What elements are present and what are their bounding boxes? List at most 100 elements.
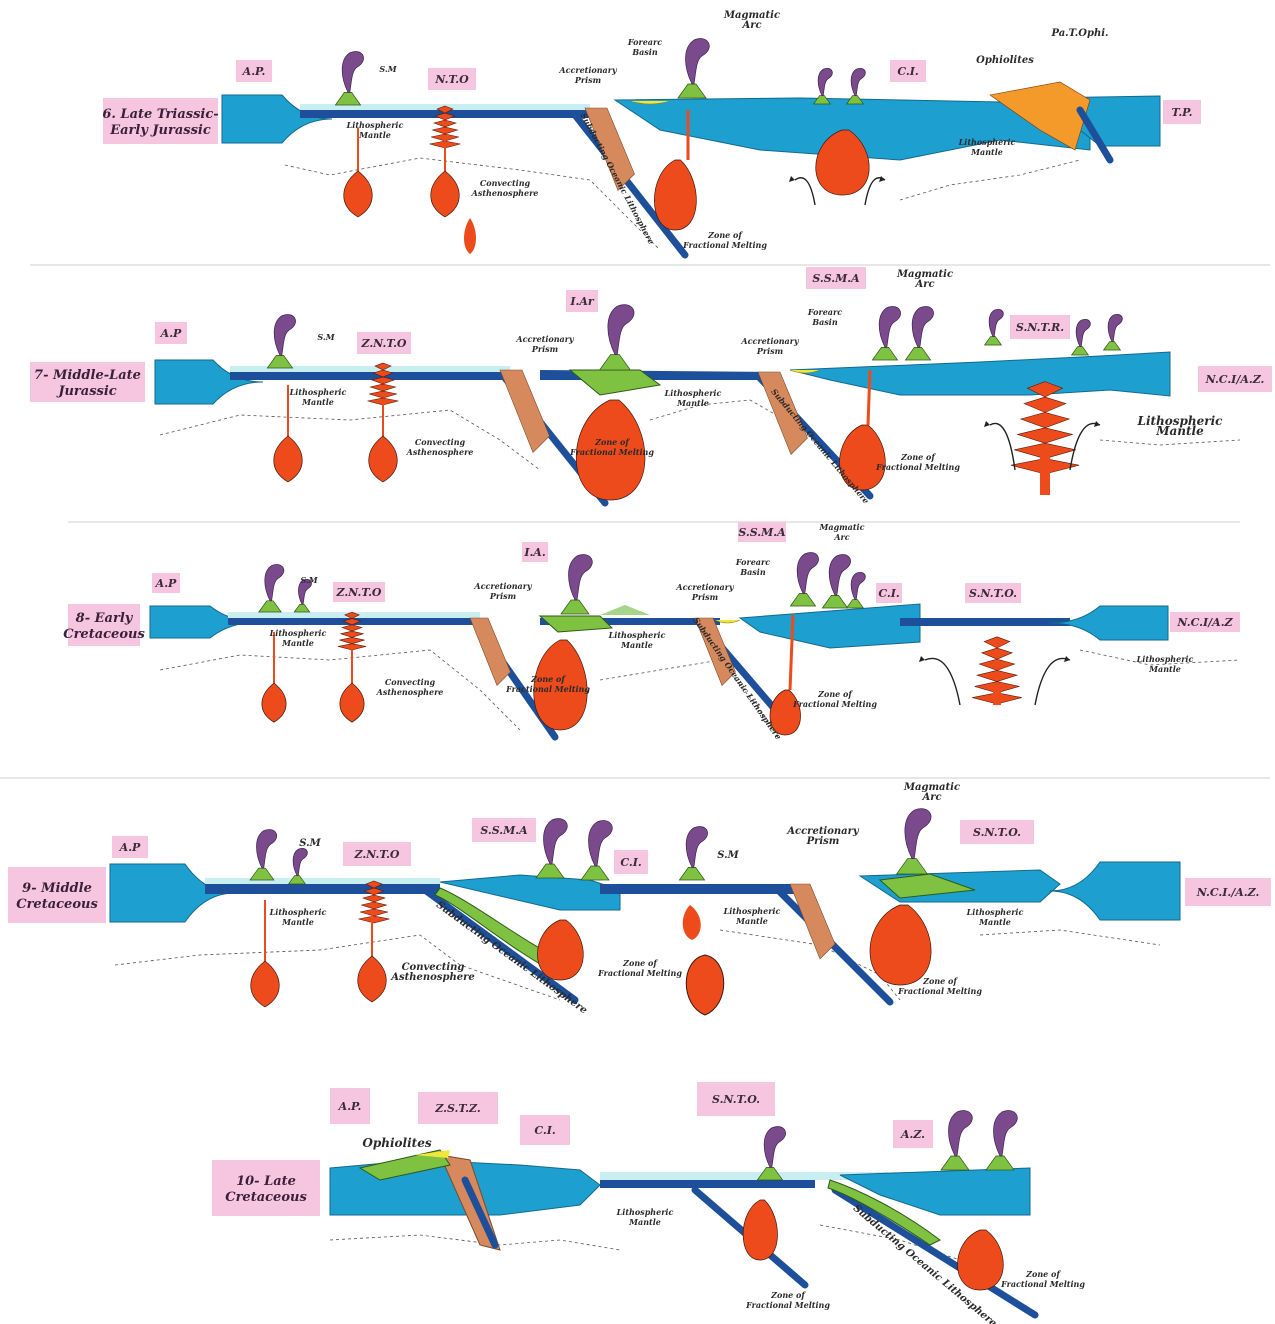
annotation-label: ConvectingAsthenosphere — [390, 962, 474, 983]
ocean-water — [205, 878, 440, 884]
eruption-plume — [256, 829, 276, 868]
unit-box: I.A. — [523, 546, 546, 559]
annotation-label-line: Fractional Melting — [1000, 1279, 1085, 1289]
annotation-label: MagmaticArc — [896, 269, 953, 290]
panel-7-middle-late-jurassic: 7- Middle-LateJurassicA.PZ.N.T.OI.ArS.S.… — [30, 267, 1272, 506]
magma-diapir — [431, 171, 460, 217]
annotation-label-line: Zone of — [594, 437, 630, 447]
unit-box: N.C.I/A.Z — [1176, 616, 1233, 629]
annotation-label-line: Fractional Melting — [897, 986, 982, 996]
magma-diapir — [344, 171, 373, 217]
annotation-label-line: Subducting Oceanic Lithosphere — [579, 111, 657, 245]
volcano — [985, 337, 1002, 345]
annotation-label-line: Lithospheric — [289, 387, 347, 397]
annotation-label-line: S.M — [317, 332, 335, 342]
annotation-label-line: Mantle — [358, 130, 391, 140]
panel-8-early-cretaceous: 8- EarlyCretaceousA.PZ.N.T.OI.A.S.S.M.AC… — [63, 522, 1240, 741]
eruption-plume — [608, 305, 634, 355]
magma-blob — [683, 905, 701, 940]
annotation-label-line: Lithospheric — [958, 137, 1016, 147]
annotation-label-line: Mantle — [281, 917, 314, 927]
annotation-label-line: Prism — [489, 591, 516, 601]
continental-block — [1050, 606, 1168, 640]
annotation-label-line: Asthenosphere — [406, 447, 474, 457]
eruption-plume — [1108, 314, 1122, 341]
annotation-label-line: Accretionary — [515, 334, 575, 344]
eruption-plume — [905, 809, 931, 859]
stage-title-line: Cretaceous — [63, 627, 145, 642]
annotation-label: LithosphericMantle — [346, 120, 404, 140]
lithosphere-boundary — [330, 1235, 620, 1250]
volcano — [905, 347, 930, 360]
eruption-plume — [686, 826, 707, 867]
annotation-label-line: Asthenosphere — [471, 188, 539, 198]
annotation-label-line: Ophiolites — [362, 1136, 431, 1150]
accretionary-prism — [500, 370, 550, 453]
annotation-label-line: Zone of — [900, 452, 936, 462]
stage-title-line: Cretaceous — [16, 897, 98, 912]
annotation-label-line: Fractional Melting — [745, 1300, 830, 1310]
convection-arrow — [1070, 423, 1100, 470]
unit-box: S.N.T.O. — [712, 1093, 760, 1106]
annotation-label-line: Forearc — [735, 557, 770, 567]
eruption-plume — [949, 1111, 973, 1156]
annotation-label: LithosphericMantle — [269, 907, 327, 927]
annotation-label-line: Lithospheric — [966, 907, 1024, 917]
stage-title: 6. Late Triassic-Early Jurassic — [102, 107, 218, 138]
melt-zone — [743, 1200, 777, 1260]
eruption-plume — [797, 552, 818, 593]
oceanic-crust — [230, 372, 510, 380]
unit-box: S.S.M.A — [812, 272, 860, 285]
annotation-label-line: Fractional Melting — [682, 240, 767, 250]
annotation-label-line: Mantle — [1155, 424, 1204, 438]
stage-title-line: Cretaceous — [225, 1190, 307, 1205]
unit-box: S.N.T.R. — [1016, 321, 1064, 334]
annotation-label-line: Basin — [739, 567, 765, 577]
unit-box: A.P — [160, 327, 182, 340]
overriding-plate — [790, 352, 1170, 396]
volcano — [294, 604, 309, 612]
arrowhead — [919, 656, 925, 662]
annotation-label-line: Fractional Melting — [597, 968, 682, 978]
volcano — [941, 1156, 969, 1170]
ridge-root — [1040, 455, 1050, 495]
magma-diapir — [369, 436, 398, 482]
eruption-plume — [851, 572, 865, 599]
annotation-label-line: Accretionary — [473, 581, 533, 591]
annotation-label-line: Mantle — [281, 638, 314, 648]
annotation-label-line: Pa.T.Ophi. — [1050, 28, 1108, 39]
annotation-label-line: Zone of — [817, 689, 853, 699]
annotation-label: LithosphericMantle — [664, 388, 722, 408]
annotation-label-line: Forearc — [627, 37, 662, 47]
unit-box: N.C.I/A.Z. — [1205, 373, 1265, 386]
eruption-plume — [544, 819, 568, 864]
magma-diapir — [262, 683, 286, 722]
convection-arrow — [865, 178, 885, 205]
annotation-label-line: Arc — [914, 279, 934, 290]
stage-title-line: 7- Middle-Late — [34, 368, 141, 383]
annotation-label: Ophiolites — [362, 1136, 431, 1150]
annotation-label-line: Basin — [811, 317, 837, 327]
annotation-label: S.M — [379, 64, 397, 74]
volcano — [872, 347, 897, 360]
lithosphere-boundary — [160, 410, 540, 470]
annotation-label-line: Accretionary — [675, 582, 735, 592]
convection-arrow — [795, 178, 815, 205]
annotation-label-line: Mantle — [1148, 664, 1181, 674]
annotation-label: LithosphericMantle — [616, 1207, 674, 1227]
eruption-plume — [912, 306, 933, 347]
ridge-root — [993, 690, 1001, 705]
melt-zone — [958, 1230, 1004, 1290]
volcano — [822, 595, 847, 608]
magma-chamber — [686, 955, 724, 1015]
seamount — [600, 605, 650, 615]
volcano — [1104, 342, 1121, 350]
eruption-plume — [569, 555, 593, 600]
